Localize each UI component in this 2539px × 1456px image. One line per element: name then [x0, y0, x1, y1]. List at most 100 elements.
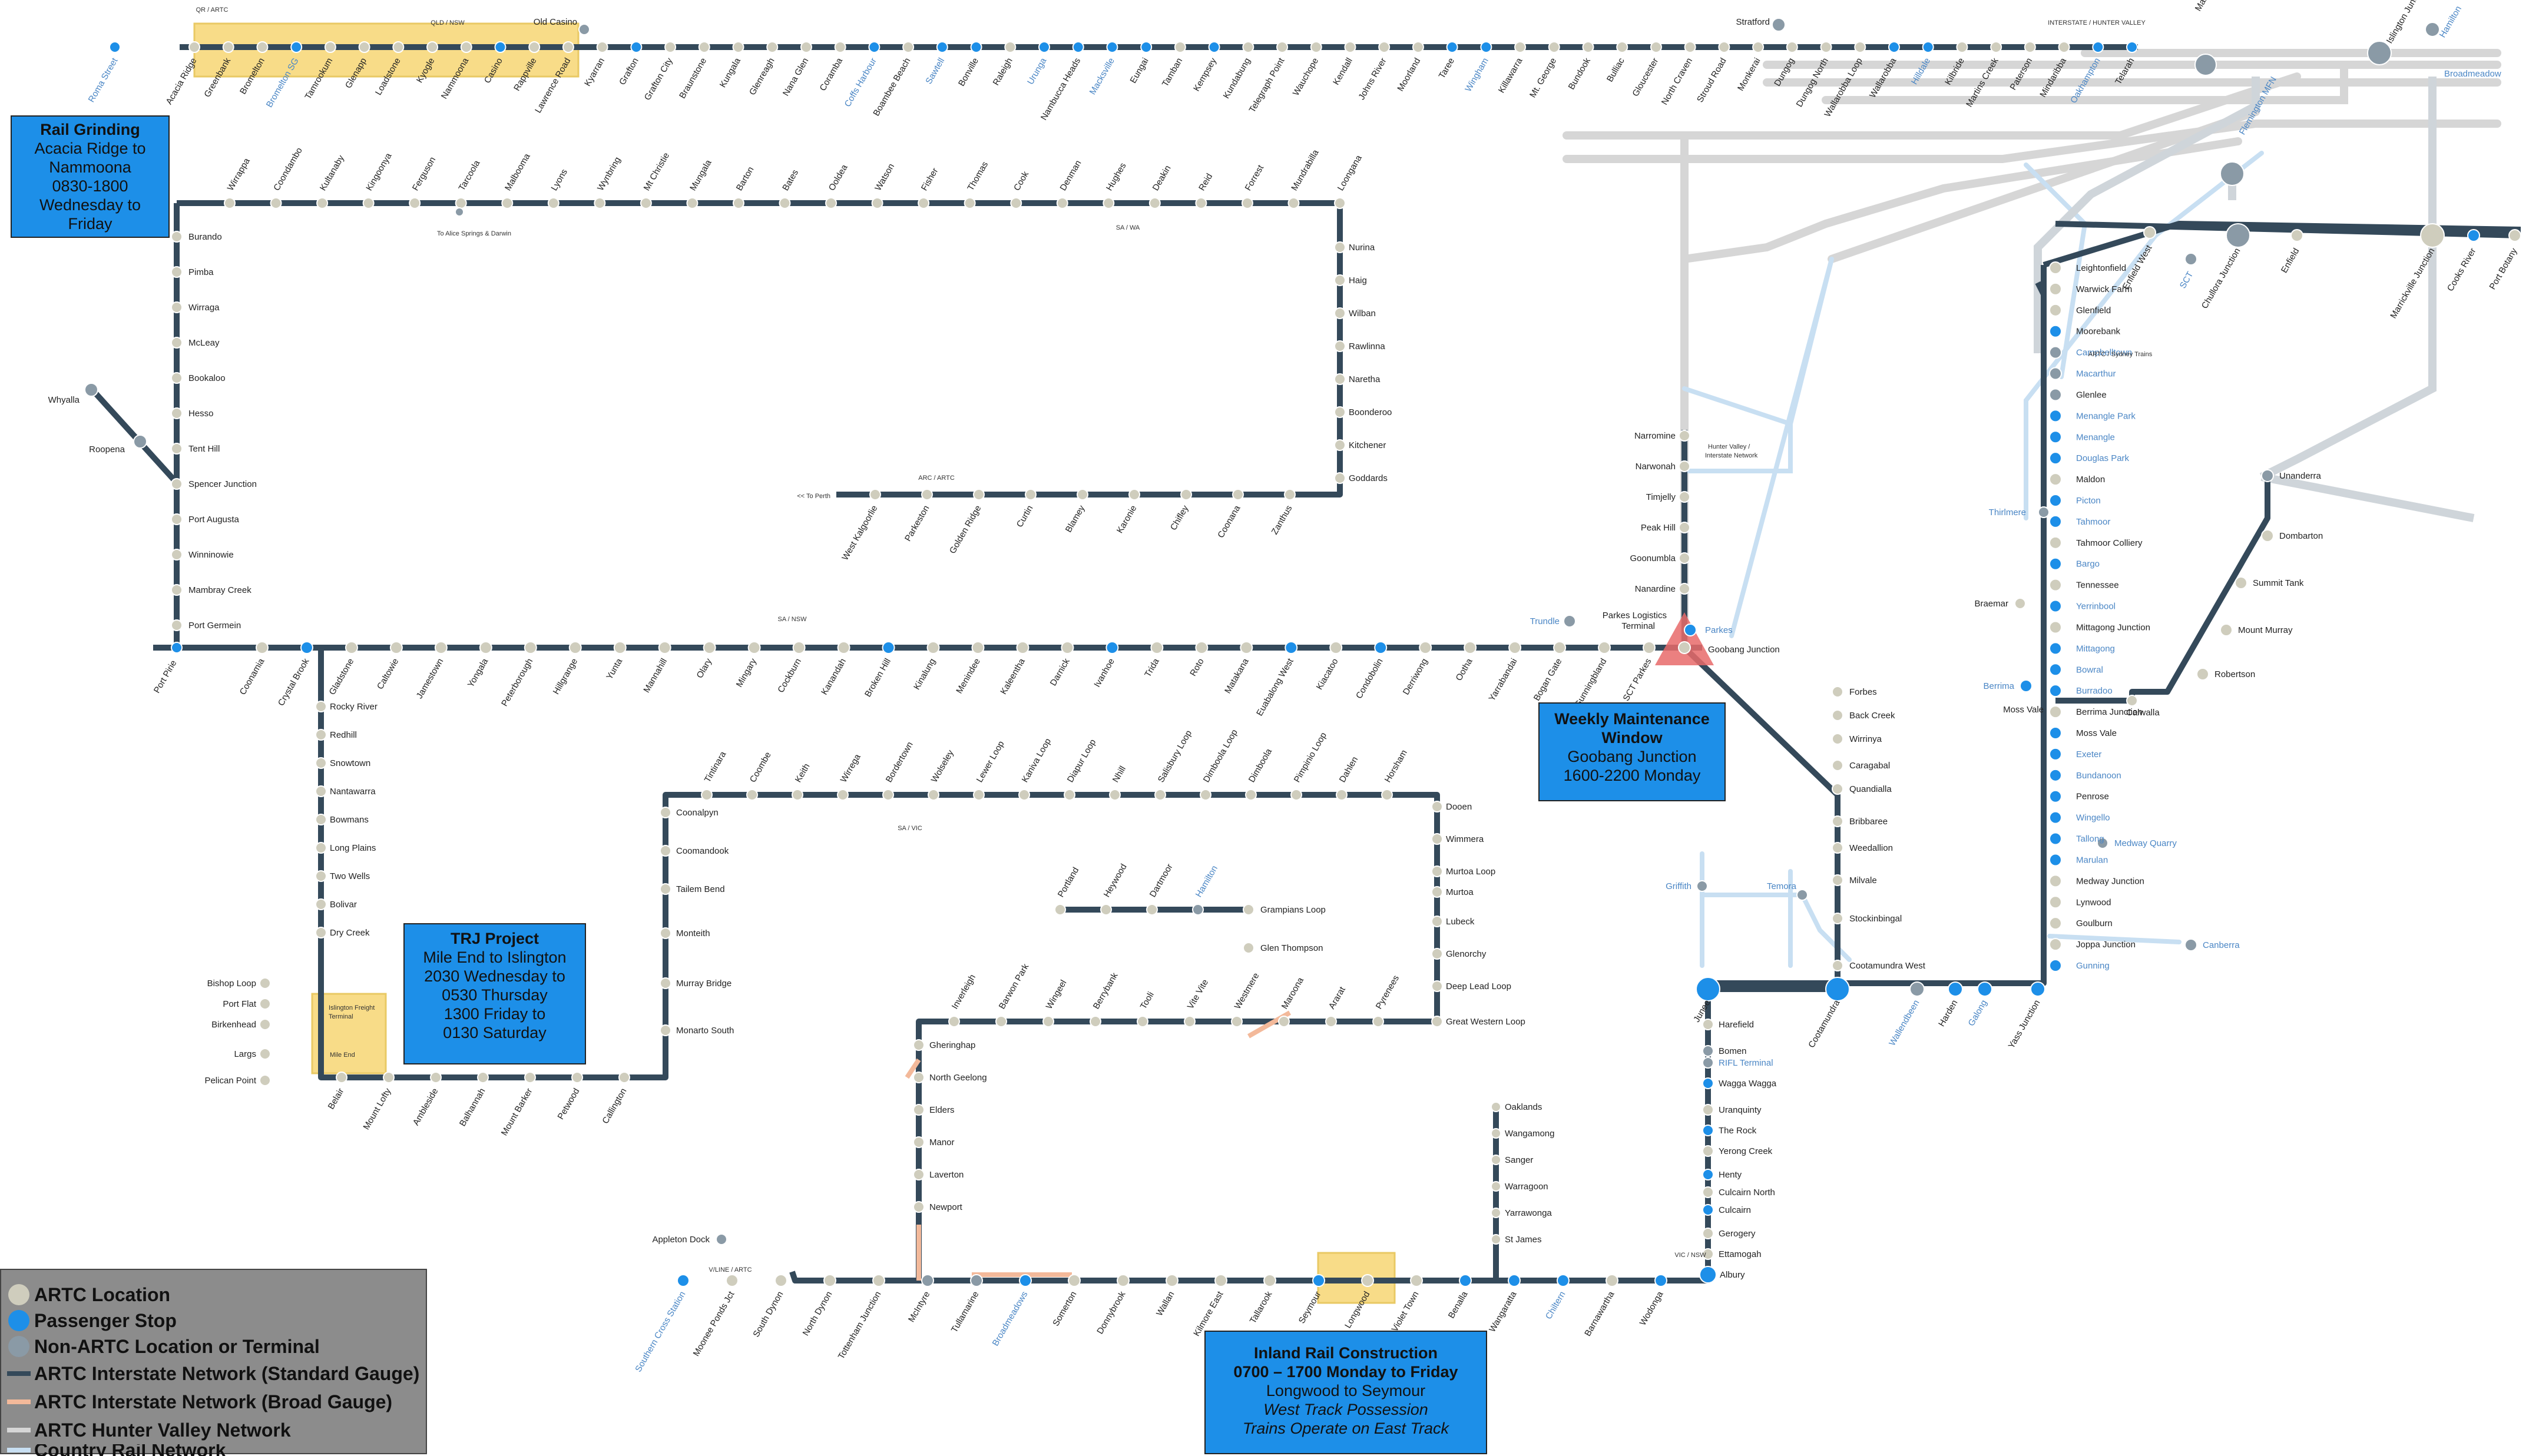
station-label: Berrima Junction: [2076, 707, 2143, 717]
station-marker: [1825, 977, 1850, 1001]
station-label: Port Flat: [223, 999, 257, 1009]
station-label: Tennessee: [2076, 581, 2119, 591]
station-label: Trida: [1143, 656, 1161, 679]
station-label: North Dynon: [801, 1290, 835, 1338]
station-label: Moss Vale: [2003, 705, 2044, 715]
station-marker: [1278, 1016, 1290, 1027]
station-label: Mannahill: [641, 657, 669, 695]
station-marker: [747, 641, 761, 654]
station-label: Bogan Gate: [1532, 657, 1564, 703]
station-label: Wodonga: [1638, 1289, 1666, 1327]
station-label: << To Perth: [797, 493, 830, 500]
station-marker: [686, 197, 699, 209]
station-label: Tottenham Junction: [836, 1290, 883, 1361]
station-label: Lewer Loop: [975, 739, 1007, 784]
station-label: Redhill: [330, 730, 357, 740]
station-marker: [1042, 1016, 1054, 1027]
station-label: Barnawartha: [1583, 1289, 1617, 1338]
station-marker: [800, 41, 812, 53]
station-marker: [971, 641, 985, 654]
station-marker: [928, 789, 939, 801]
station-marker: [921, 1274, 934, 1287]
station-marker: [766, 41, 779, 53]
station-label: Tamban: [1160, 57, 1184, 89]
station-label: Wallan: [1154, 1290, 1176, 1318]
notice-line: Goobang Junction: [1567, 748, 1697, 765]
station-marker: [2235, 576, 2247, 589]
station-marker: [256, 641, 269, 654]
station-label: Pelican Point: [204, 1076, 256, 1086]
station-marker: [315, 814, 327, 825]
station-marker: [660, 1024, 671, 1036]
station-label: Barton: [734, 165, 756, 193]
station-label: RIFL Terminal: [1719, 1058, 1773, 1068]
station-label: Hesso: [188, 409, 214, 419]
artc-location-symbol: [8, 1284, 29, 1305]
station-marker: [1678, 641, 1691, 654]
station-label: Wagga Wagga: [1719, 1079, 1777, 1089]
station-marker: [2049, 621, 2062, 634]
station-label: Goonumbla: [1630, 553, 1676, 563]
legend-label: Passenger Stop: [34, 1309, 177, 1331]
station-marker: [1679, 491, 1690, 503]
station-marker: [109, 41, 121, 53]
station-label: Chifley: [1168, 503, 1191, 532]
station-marker: [2126, 41, 2138, 53]
station-label: Newport: [929, 1202, 963, 1212]
station-label: Dooen: [1446, 802, 1472, 812]
station-label: Braunstone: [677, 57, 709, 101]
station-marker: [2049, 557, 2062, 571]
station-marker: [1263, 1274, 1276, 1287]
station-label: Bolivar: [330, 900, 357, 910]
station-label: Bribbaree: [1849, 817, 1888, 827]
station-label: Parkeston: [903, 504, 931, 543]
station-marker: [362, 197, 375, 209]
station-label: Birkenhead: [211, 1020, 256, 1030]
station-label: Thirlmere: [1989, 508, 2026, 518]
station-label: Mount Murray: [2238, 625, 2293, 635]
station-marker: [524, 641, 537, 654]
station-label: Laverton: [929, 1170, 964, 1180]
station-marker: [2049, 282, 2062, 296]
boundary-label: QLD / NSW: [431, 19, 465, 26]
station-marker: [1010, 197, 1022, 209]
station-marker: [568, 641, 582, 654]
standard-gauge-symbol: [7, 1371, 31, 1376]
station-marker: [315, 842, 327, 854]
station-label: Coffs Harbour: [843, 57, 879, 109]
station-label: Campbelltown: [2076, 348, 2132, 358]
station-label: Bulliac: [1605, 56, 1627, 84]
station-marker: [1832, 960, 1843, 971]
station-label: Cook: [1012, 170, 1031, 193]
station-label: Glenorchy: [1446, 949, 1487, 959]
station-marker: [1325, 1016, 1337, 1027]
station-label: Glenreagh: [747, 57, 777, 97]
station-label: Roto: [1188, 657, 1206, 678]
station-marker: [383, 1072, 395, 1083]
station-marker: [2049, 790, 2062, 803]
station-label: Ivanhoe: [1092, 657, 1116, 689]
station-label: Yerong Creek: [1719, 1146, 1773, 1156]
rail-grinding-notice: Rail Grinding Acacia Ridge to Nammoona 0…: [11, 115, 170, 238]
station-marker: [1334, 472, 1346, 484]
country-rail-lines: [1682, 151, 2264, 968]
station-label: Ooldea: [827, 162, 850, 193]
station-label: Matakana: [1223, 656, 1251, 695]
station-label: Cootamundra: [1806, 998, 1842, 1050]
station-marker: [1103, 197, 1115, 209]
station-marker: [913, 1169, 925, 1180]
station-marker: [1832, 733, 1843, 745]
station-label: Bishop Loop: [207, 979, 256, 989]
station-label: Mittagong Junction: [2076, 622, 2150, 632]
station-marker: [1699, 1266, 1717, 1283]
station-marker: [171, 478, 183, 490]
station-marker: [1090, 1016, 1101, 1027]
station-label: Wingello: [2076, 813, 2110, 823]
station-marker: [389, 641, 403, 654]
station-label: Coombe: [748, 750, 773, 784]
station-label: Eungai: [1128, 57, 1151, 85]
station-marker: [1290, 789, 1302, 801]
station-label: Coramba: [818, 56, 845, 92]
station-marker: [926, 641, 940, 654]
station-marker: [823, 1274, 836, 1287]
